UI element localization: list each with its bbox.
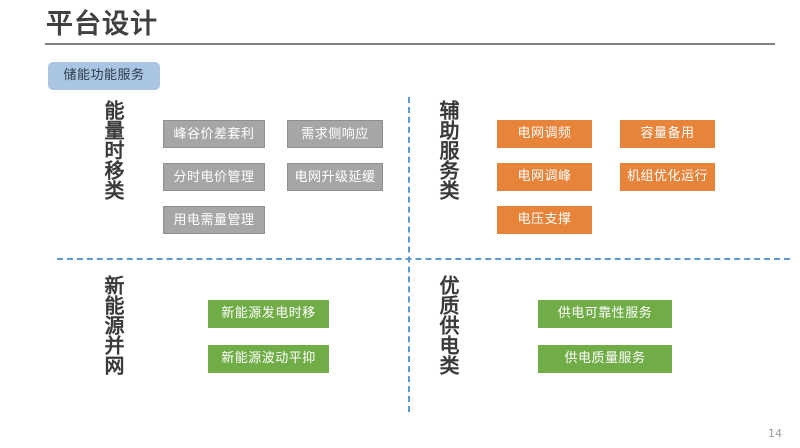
category-label-quality-power: 优质供电类 (436, 275, 460, 375)
item-box[interactable]: 电网调峰 (497, 163, 592, 191)
item-box[interactable]: 分时电价管理 (163, 163, 265, 191)
item-box[interactable]: 峰谷价差套利 (163, 120, 265, 148)
item-box[interactable]: 需求侧响应 (287, 120, 383, 148)
category-label-new-energy-grid: 新能源并网 (101, 275, 125, 375)
item-box[interactable]: 容量备用 (620, 120, 715, 148)
category-label-ancillary-service: 辅助服务类 (436, 100, 460, 200)
badge-storage-function-service[interactable]: 储能功能服务 (48, 62, 160, 90)
item-box[interactable]: 新能源波动平抑 (208, 345, 329, 373)
item-box[interactable]: 电压支撑 (497, 206, 592, 234)
page-title: 平台设计 (46, 9, 158, 40)
item-box[interactable]: 供电质量服务 (538, 345, 672, 373)
item-box[interactable]: 电网升级延缓 (287, 163, 383, 191)
item-box[interactable]: 电网调频 (497, 120, 592, 148)
item-box[interactable]: 新能源发电时移 (208, 300, 329, 328)
horizontal-dashed-divider (57, 258, 790, 260)
category-label-energy-time-shift: 能量时移类 (101, 100, 125, 200)
item-box[interactable]: 供电可靠性服务 (538, 300, 672, 328)
vertical-dashed-divider (408, 97, 410, 412)
title-divider-rule (45, 43, 775, 45)
item-box[interactable]: 用电需量管理 (163, 206, 265, 234)
page-number: 14 (768, 427, 782, 440)
item-box[interactable]: 机组优化运行 (620, 163, 715, 191)
